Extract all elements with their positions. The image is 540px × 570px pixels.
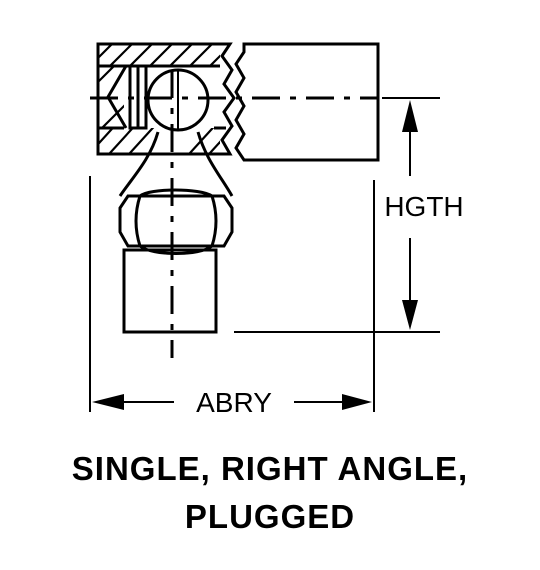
arrow-down bbox=[402, 300, 418, 330]
caption-line-1: SINGLE, RIGHT ANGLE, bbox=[71, 450, 469, 487]
height-label: HGTH bbox=[384, 191, 463, 222]
arrow-right bbox=[342, 394, 372, 410]
hex-nut bbox=[118, 194, 234, 248]
width-label: ABRY bbox=[196, 387, 272, 418]
fitting-body bbox=[118, 131, 234, 334]
hatch-left bbox=[98, 66, 124, 128]
hatch-top bbox=[98, 44, 220, 66]
arrow-left bbox=[92, 394, 124, 410]
neck-left bbox=[118, 131, 160, 197]
pipe-section bbox=[234, 42, 380, 162]
housing-section bbox=[96, 42, 236, 156]
shank bbox=[122, 248, 218, 334]
height-dimension: HGTH bbox=[384, 100, 464, 330]
arrow-up bbox=[402, 100, 418, 132]
width-dimension: ABRY bbox=[92, 387, 372, 418]
neck-right bbox=[196, 131, 234, 197]
caption-line-2: PLUGGED bbox=[184, 498, 356, 535]
